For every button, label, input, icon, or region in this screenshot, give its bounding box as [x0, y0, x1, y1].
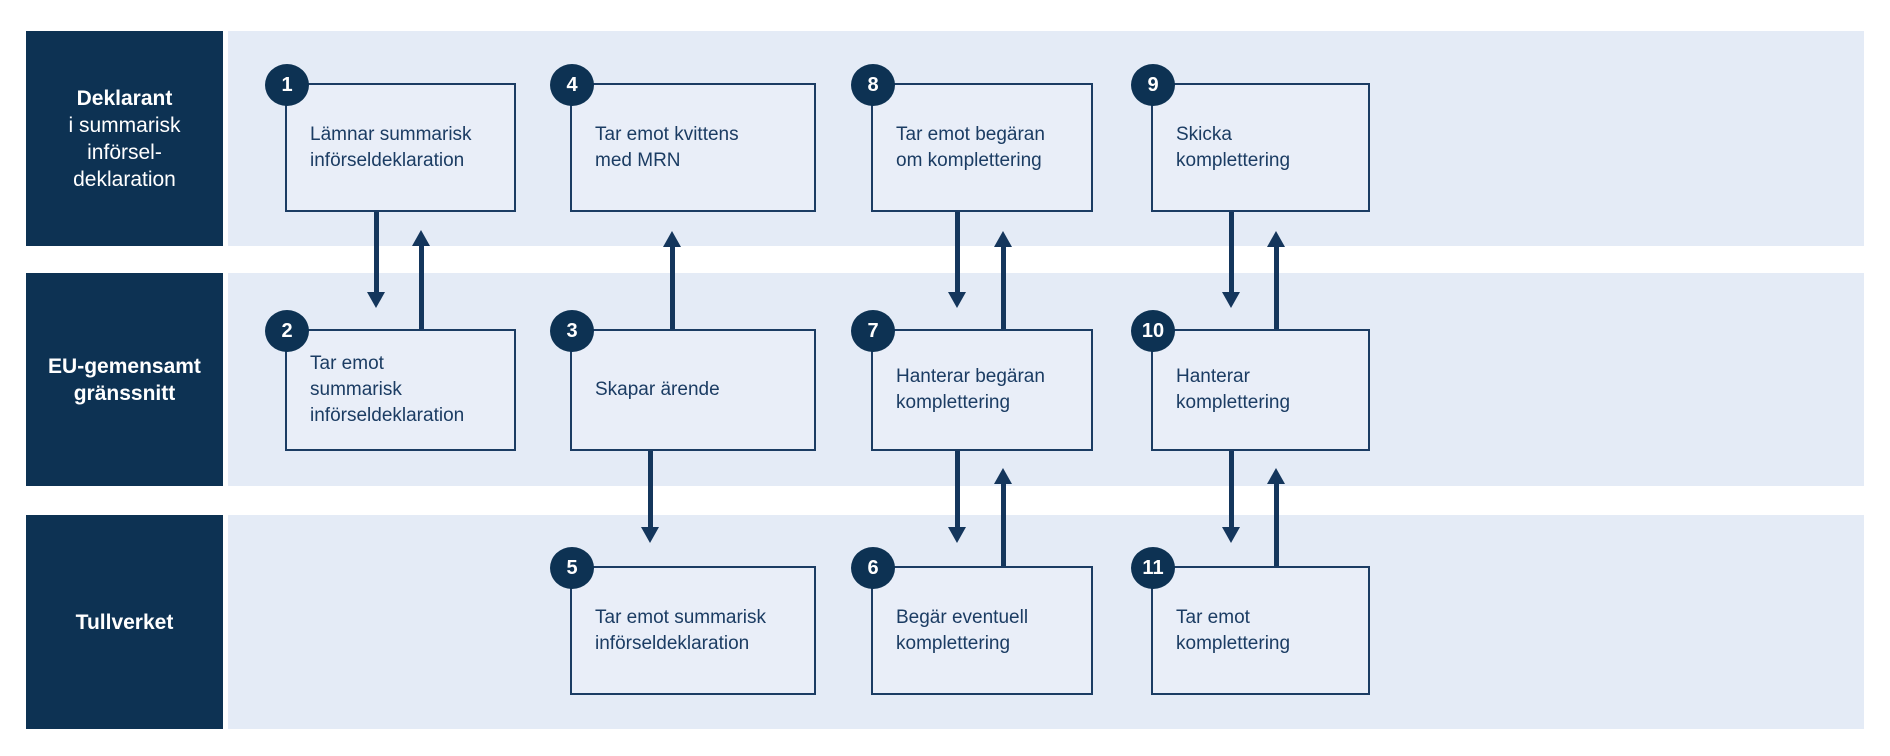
arrowhead-icon: [1222, 292, 1240, 308]
step-8-box: 8 Tar emot begäran om komplettering: [851, 64, 1093, 212]
arrowhead-icon: [948, 527, 966, 543]
step-number-badge: 7: [851, 310, 895, 352]
step-number-badge: 1: [265, 64, 309, 106]
step-number-badge: 10: [1131, 310, 1175, 352]
step-label: Hanterar komplettering: [1176, 366, 1291, 413]
arrowhead-icon: [948, 292, 966, 308]
step-number-badge: 2: [265, 310, 309, 352]
arrowhead-icon: [994, 231, 1012, 247]
lane-label-tullverket: Tullverket: [26, 515, 223, 729]
lane-title: Tullverket: [75, 610, 174, 634]
arrowhead-icon: [994, 468, 1012, 484]
arrowhead-icon: [367, 292, 385, 308]
step-7-box: 7 Hanterar begäran komplettering: [851, 310, 1093, 451]
arrow-10-to-9: [1267, 231, 1285, 329]
arrowhead-icon: [663, 231, 681, 247]
arrow-line: [955, 212, 960, 294]
arrow-2-to-1: [412, 230, 430, 329]
arrow-line: [1274, 245, 1279, 329]
lane-label-eu-gemensamt-granssnitt: EU-gemensamt gränssnitt: [26, 273, 223, 486]
arrow-line: [419, 244, 424, 329]
arrow-11-to-10: [1267, 468, 1285, 566]
step-label: Tar emot komplettering: [1176, 606, 1291, 654]
arrow-line: [648, 451, 653, 529]
step-6-box: 6 Begär eventuell komplettering: [851, 547, 1093, 695]
step-number-badge: 6: [851, 547, 895, 589]
step-label: Tar emot begäran om komplettering: [896, 123, 1045, 171]
arrow-line: [1229, 451, 1234, 529]
lane-title: EU-gemensamt gränssnitt: [48, 354, 201, 405]
step-number-badge: 5: [550, 547, 594, 589]
step-label: Begär eventuell komplettering: [896, 606, 1029, 654]
arrow-3-to-5: [641, 451, 659, 543]
step-label: Tar emot summarisk införseldeklaration: [595, 606, 767, 654]
arrow-line: [1229, 212, 1234, 294]
arrow-7-to-8: [994, 231, 1012, 329]
step-label: Tar emot kvittens med MRN: [595, 123, 739, 171]
step-label: Skapar ärende: [595, 379, 720, 400]
step-number-badge: 4: [550, 64, 594, 106]
step-number-badge: 8: [851, 64, 895, 106]
step-1-box: 1 Lämnar summarisk införseldeklaration: [265, 64, 516, 212]
arrowhead-icon: [412, 230, 430, 246]
step-11-box: 11 Tar emot komplettering: [1131, 547, 1370, 695]
step-3-box: 3 Skapar ärende: [550, 310, 816, 451]
arrow-3-to-4: [663, 231, 681, 329]
arrowhead-icon: [641, 527, 659, 543]
arrow-10-to-11: [1222, 451, 1240, 543]
step-label: Tar emot summarisk införseldeklaration: [310, 353, 465, 426]
step-number-badge: 11: [1131, 547, 1175, 589]
arrow-line: [1001, 245, 1006, 329]
arrowhead-icon: [1267, 468, 1285, 484]
step-5-box: 5 Tar emot summarisk införseldeklaration: [550, 547, 816, 695]
step-label: Lämnar summarisk införseldeklaration: [310, 123, 472, 171]
arrow-line: [374, 212, 379, 294]
step-number-badge: 9: [1131, 64, 1175, 106]
step-label: Hanterar begäran komplettering: [896, 366, 1045, 413]
arrow-7-to-6: [948, 451, 966, 543]
step-2-box: 2 Tar emot summarisk införseldeklaration: [265, 310, 516, 451]
arrow-1-to-2: [367, 212, 385, 308]
step-label: Skicka komplettering: [1176, 123, 1291, 171]
arrowhead-icon: [1222, 527, 1240, 543]
step-10-box: 10 Hanterar komplettering: [1131, 310, 1370, 451]
arrow-8-to-7: [948, 212, 966, 308]
arrow-line: [1001, 482, 1006, 566]
lane-subtitle: i summarisk införsel- deklaration: [68, 113, 181, 191]
step-number-badge: 3: [550, 310, 594, 352]
arrow-6-to-7: [994, 468, 1012, 566]
step-4-box: 4 Tar emot kvittens med MRN: [550, 64, 816, 212]
arrow-line: [670, 245, 675, 329]
arrowhead-icon: [1267, 231, 1285, 247]
lane-label-deklarant: Deklarant i summarisk införsel- deklarat…: [26, 31, 223, 246]
step-9-box: 9 Skicka komplettering: [1131, 64, 1370, 212]
arrow-line: [1274, 482, 1279, 566]
arrow-9-to-10: [1222, 212, 1240, 308]
arrow-line: [955, 451, 960, 529]
lane-title: Deklarant: [76, 86, 173, 110]
